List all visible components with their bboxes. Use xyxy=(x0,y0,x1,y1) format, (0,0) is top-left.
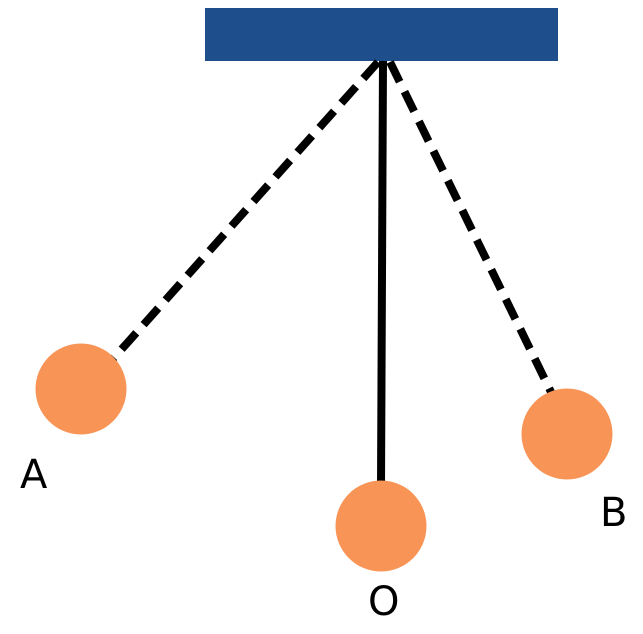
bob-b xyxy=(521,388,613,480)
string-to-b-dashed xyxy=(386,60,555,394)
string-to-o xyxy=(377,60,387,486)
label-a: A xyxy=(20,452,48,498)
string-to-a-dashed xyxy=(109,59,381,363)
label-b: B xyxy=(600,490,627,536)
label-o: O xyxy=(368,579,399,625)
bob-a xyxy=(35,343,127,435)
bob-o xyxy=(335,480,427,572)
support-beam xyxy=(205,8,558,61)
